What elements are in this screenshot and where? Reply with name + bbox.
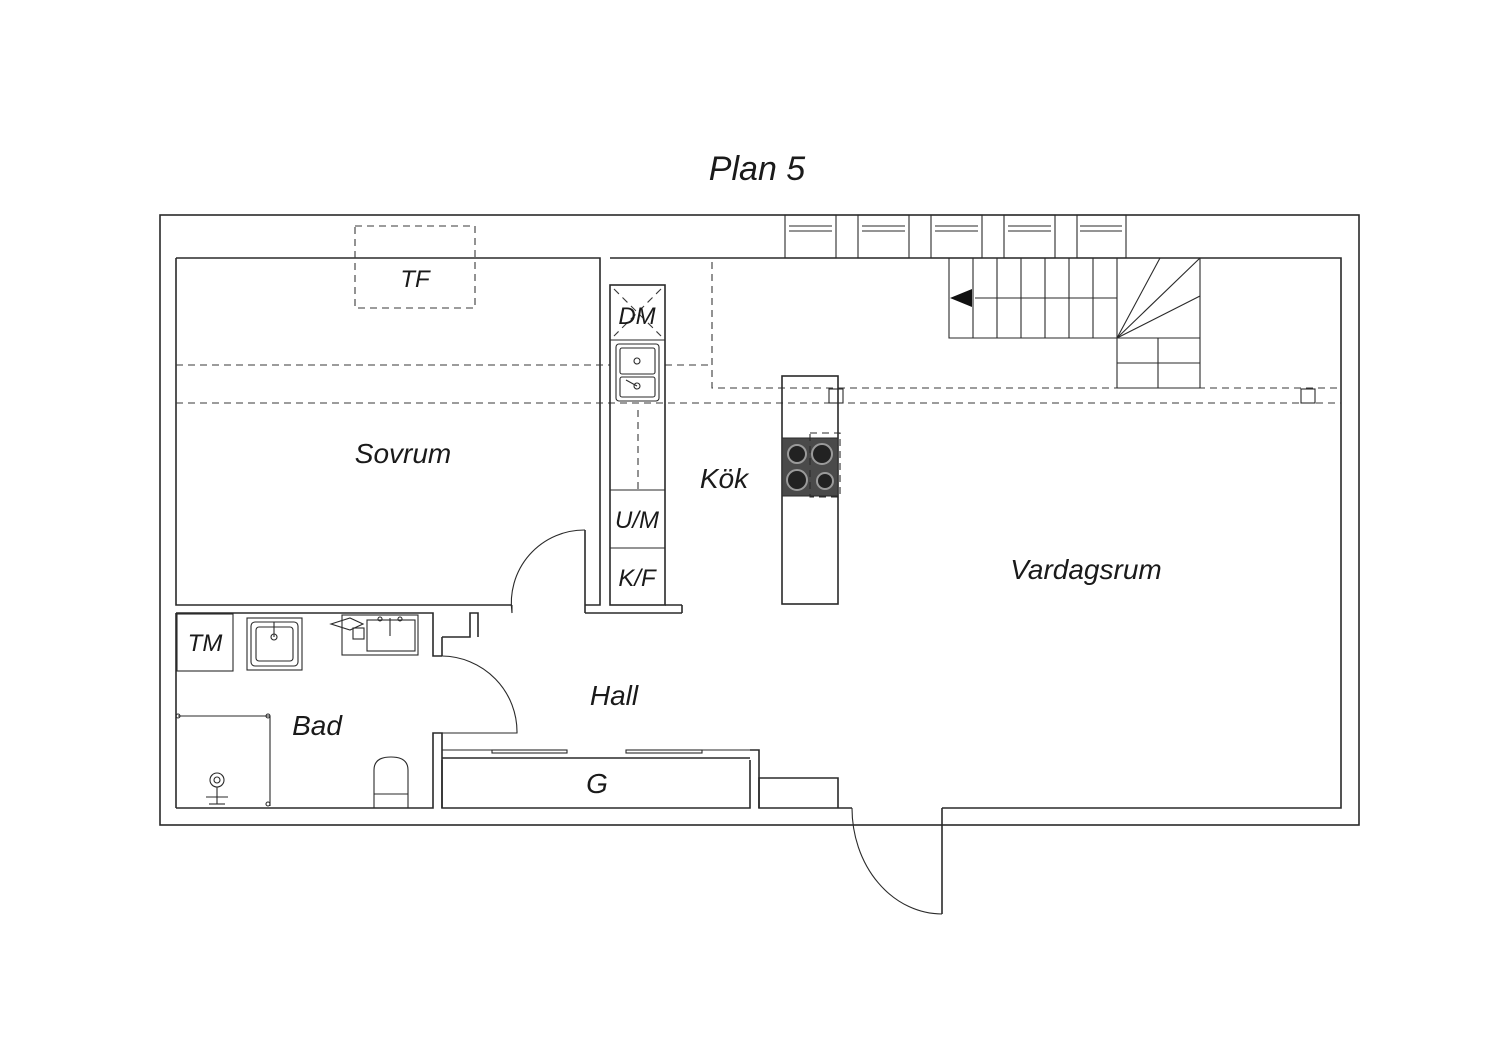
- plan-title: Plan 5: [709, 150, 805, 188]
- bad-sink: [246, 617, 303, 671]
- ceiling-lines: [176, 225, 1341, 490]
- room-vardagsrum: Vardagsrum: [1010, 554, 1161, 585]
- room-bad: Bad: [292, 710, 343, 741]
- sovrum-door: [510, 529, 586, 614]
- label-tm: TM: [188, 630, 223, 657]
- staircase: [948, 257, 1201, 389]
- label-dm: DM: [618, 303, 655, 330]
- kitchen-sink: [615, 343, 660, 402]
- label-tf: TF: [400, 266, 431, 293]
- shower: [175, 713, 271, 807]
- room-hall: Hall: [590, 680, 639, 711]
- bad-counter: [329, 614, 419, 656]
- pillar-left: [828, 388, 844, 404]
- entrance-door: [851, 807, 943, 915]
- label-kf: K/F: [618, 565, 657, 592]
- windows: [784, 214, 1127, 259]
- room-sovrum: Sovrum: [355, 438, 451, 469]
- kitchen-counter: [609, 284, 666, 606]
- room-g: G: [586, 768, 608, 799]
- toilet: [373, 756, 409, 808]
- kitchen-island: [781, 375, 841, 605]
- label-um: U/M: [615, 507, 659, 534]
- closet: [441, 749, 760, 809]
- pillar-right: [1300, 388, 1316, 404]
- bad-door: [441, 655, 518, 734]
- washing-machine: [176, 613, 234, 672]
- sovrum-walls: [175, 257, 683, 614]
- room-kok: Kök: [700, 463, 750, 494]
